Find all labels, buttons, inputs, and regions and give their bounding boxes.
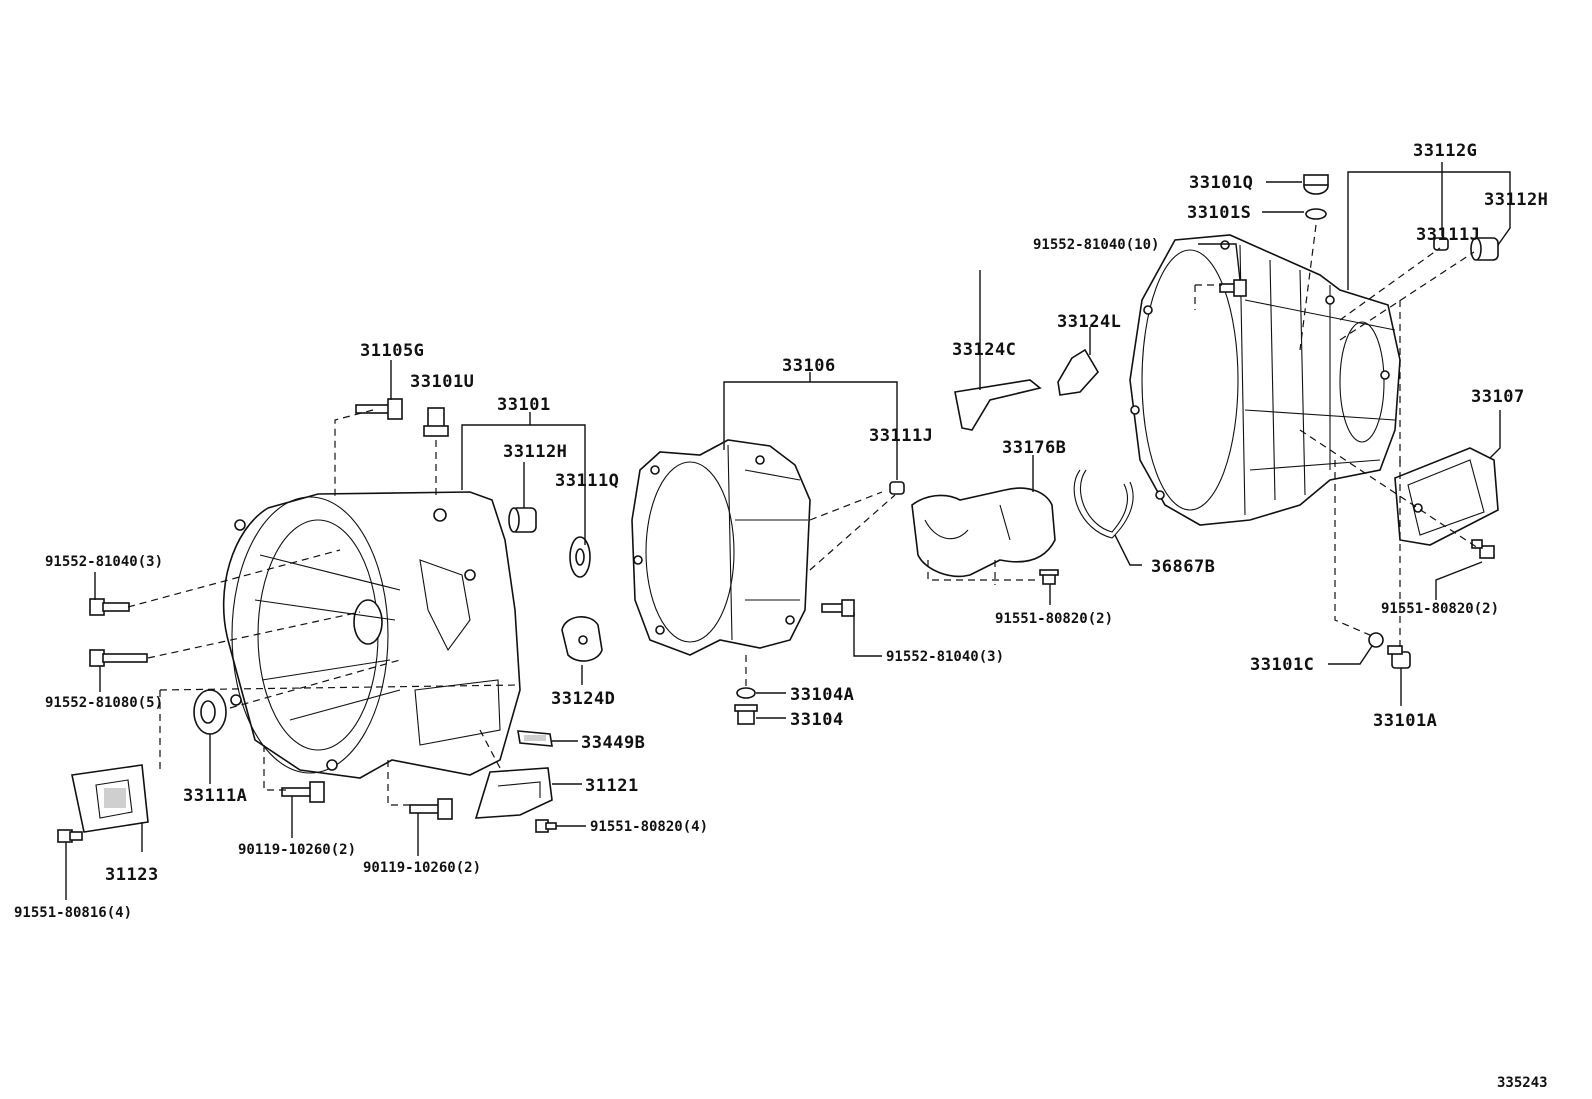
label-36867B: 36867B bbox=[1151, 557, 1215, 577]
label-33111A: 33111A bbox=[183, 786, 247, 806]
label-33101A: 33101A bbox=[1373, 711, 1437, 731]
label-33124C: 33124C bbox=[952, 340, 1016, 360]
cover-31121 bbox=[474, 767, 553, 819]
label-33176B: 33176B bbox=[1002, 438, 1066, 458]
part-33449B bbox=[517, 730, 553, 747]
snap-ring-36867B bbox=[1073, 469, 1134, 539]
seal-33111Q bbox=[569, 536, 591, 578]
label-33107: 33107 bbox=[1471, 387, 1525, 407]
bushing-33112H-right bbox=[1470, 237, 1499, 261]
label-33111J-right: 33111J bbox=[1416, 225, 1480, 245]
label-91551-80820-4: 91551-80820(4) bbox=[590, 819, 708, 835]
oil-receiver-33176B bbox=[911, 487, 1056, 578]
label-33101: 33101 bbox=[497, 395, 551, 415]
label-91551-80816: 91551-80816(4) bbox=[14, 905, 132, 921]
label-91552-81040-middle: 91552-81040(3) bbox=[886, 649, 1004, 665]
bolt-91551-80820-4 bbox=[535, 819, 557, 833]
cover-31123 bbox=[71, 764, 149, 833]
washer-33104A bbox=[736, 687, 756, 699]
label-33449B: 33449B bbox=[581, 733, 645, 753]
bushing-33112H-left bbox=[508, 507, 537, 533]
label-33124L: 33124L bbox=[1057, 312, 1121, 332]
plate-33124D bbox=[561, 616, 603, 662]
bolt-91552-81040-10 bbox=[1219, 279, 1247, 297]
label-31105G: 31105G bbox=[360, 341, 424, 361]
label-91552-81040-left: 91552-81040(3) bbox=[45, 554, 163, 570]
gasket-33101C bbox=[1368, 632, 1384, 648]
label-90119-10260-a: 90119-10260(2) bbox=[238, 842, 356, 858]
label-31123: 31123 bbox=[105, 865, 159, 885]
label-90119-10260-b: 90119-10260(2) bbox=[363, 860, 481, 876]
label-91551-80820-right: 91551-80820(2) bbox=[1381, 601, 1499, 617]
plug-33101Q bbox=[1303, 174, 1329, 195]
label-33111J-middle: 33111J bbox=[869, 426, 933, 446]
plug-33101U bbox=[423, 407, 449, 437]
diagram-id: 335243 bbox=[1497, 1075, 1548, 1091]
label-33101Q: 33101Q bbox=[1189, 173, 1253, 193]
label-33104A: 33104A bbox=[790, 685, 854, 705]
label-33111Q: 33111Q bbox=[555, 471, 619, 491]
label-33124D: 33124D bbox=[551, 689, 615, 709]
label-91552-81040-10: 91552-81040(10) bbox=[1033, 237, 1159, 253]
bracket-33124L bbox=[1057, 348, 1099, 396]
label-33101S: 33101S bbox=[1187, 203, 1251, 223]
pin-33111J-middle bbox=[889, 481, 905, 495]
plug-33101A bbox=[1387, 645, 1411, 669]
gasket-33101S bbox=[1305, 208, 1327, 220]
leader-lines bbox=[65, 162, 1511, 900]
bolt-91552-81040-middle bbox=[821, 599, 855, 617]
seal-33111A bbox=[193, 689, 227, 735]
pin-33111J-right bbox=[1433, 237, 1449, 251]
label-31121: 31121 bbox=[585, 776, 639, 796]
label-91552-81080: 91552-81080(5) bbox=[45, 695, 163, 711]
clutch-housing-33101 bbox=[222, 491, 521, 779]
label-33101U: 33101U bbox=[410, 372, 474, 392]
bolt-91552-81080 bbox=[89, 649, 148, 667]
extension-housing-33106 bbox=[631, 439, 811, 656]
bolt-31105G bbox=[355, 398, 403, 420]
label-33106: 33106 bbox=[782, 356, 836, 376]
bolt-91551-80820-middle bbox=[1039, 569, 1059, 585]
label-33104: 33104 bbox=[790, 710, 844, 730]
label-33101C: 33101C bbox=[1250, 655, 1314, 675]
bolt-90119-10260-b bbox=[409, 798, 453, 820]
bolt-90119-10260-a bbox=[281, 781, 325, 803]
bolt-91551-80820-right bbox=[1471, 539, 1495, 559]
label-33112H-left: 33112H bbox=[503, 442, 567, 462]
bolt-91551-80816 bbox=[57, 829, 83, 843]
bracket-33124C bbox=[954, 379, 1042, 431]
bolt-91552-81040-left bbox=[89, 598, 130, 616]
label-33112H-right: 33112H bbox=[1484, 190, 1548, 210]
transmission-case-33112G bbox=[1129, 234, 1401, 526]
cover-33107 bbox=[1394, 447, 1499, 546]
callout-labels: 31105G 33101U 33101 33112H 33111Q 91552-… bbox=[14, 141, 1548, 1091]
label-91551-80820-middle: 91551-80820(2) bbox=[995, 611, 1113, 627]
plug-33104 bbox=[734, 704, 758, 725]
label-33112G: 33112G bbox=[1413, 141, 1477, 161]
